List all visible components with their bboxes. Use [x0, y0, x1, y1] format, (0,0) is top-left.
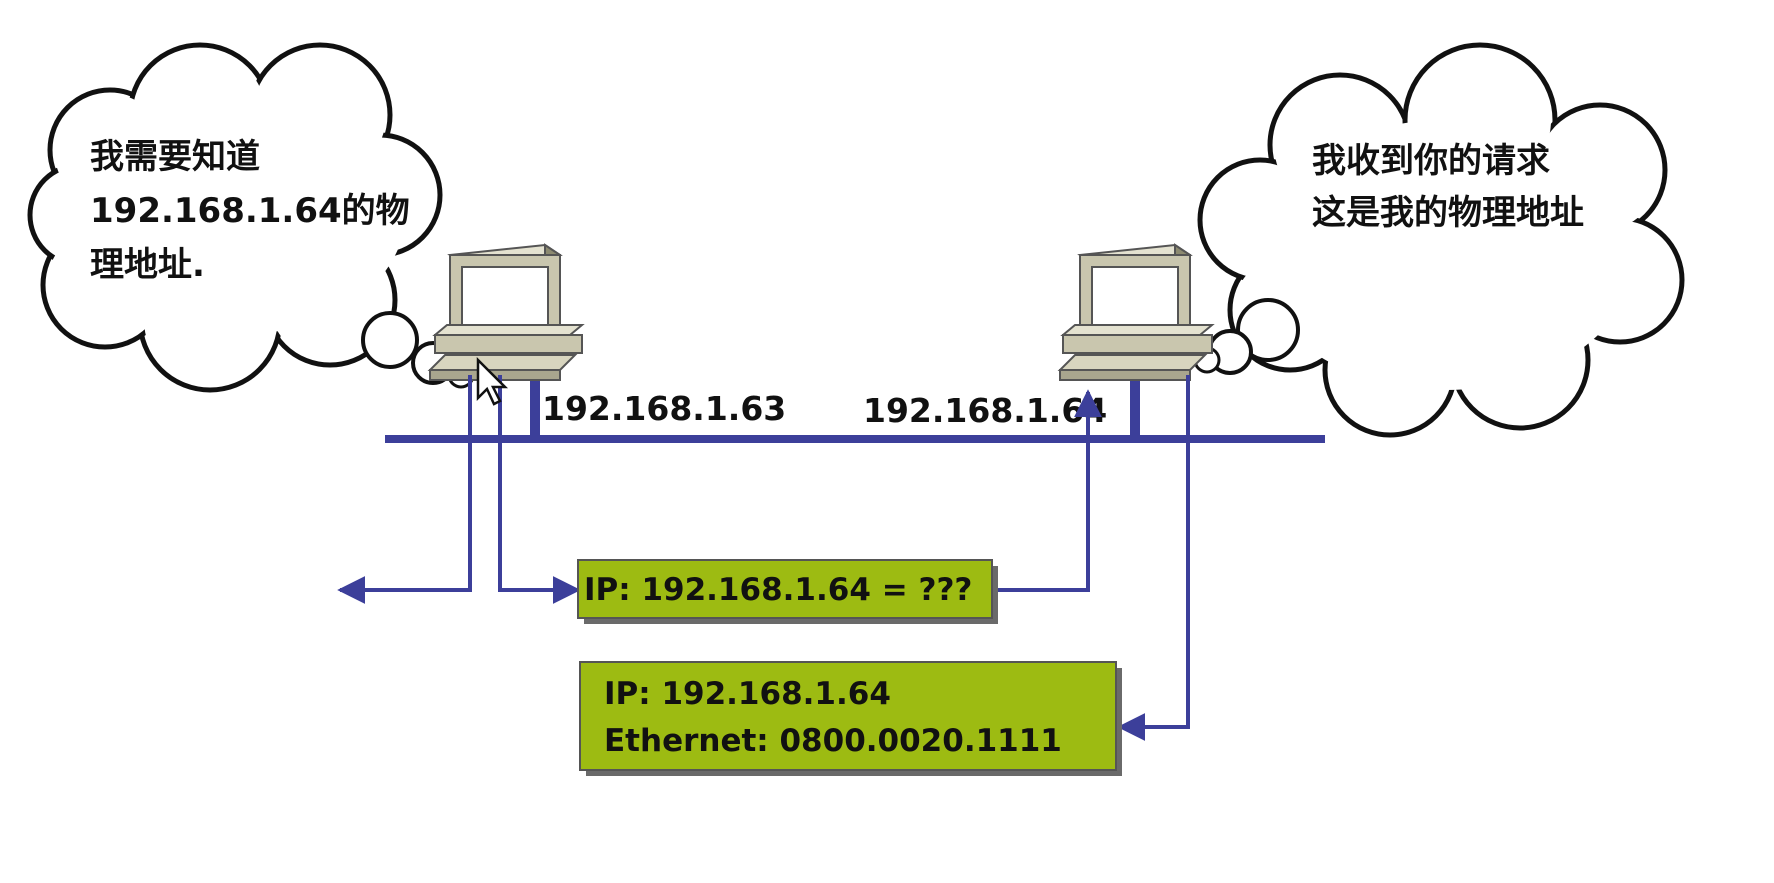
broadcast-arrow-left [337, 375, 472, 604]
thought-bubble [1236, 298, 1300, 362]
mouse-cursor-icon [476, 356, 509, 406]
arp-reply-ethernet: Ethernet: 0800.0020.1111 [604, 723, 1062, 759]
right-computer-icon [1057, 243, 1215, 440]
arp-reply-ip: IP: 192.168.1.64 [604, 676, 891, 712]
right-thought-cloud: 我收到你的请求 这是我的物理地址 [1193, 42, 1685, 438]
right-thought-line-2: 这是我的物理地址 [1312, 193, 1584, 233]
right-ip-label: 192.168.1.64 [863, 391, 1107, 430]
thought-bubble [361, 311, 419, 369]
left-thought-cloud: 我需要知道 192.168.1.64的物 理地址. [27, 42, 475, 393]
right-thought-line-1: 我收到你的请求 [1312, 141, 1550, 181]
request-delivery-arrow [997, 389, 1102, 592]
left-thought-line-2: 192.168.1.64的物 [90, 191, 410, 231]
left-ip-label: 192.168.1.63 [542, 389, 786, 428]
arp-reply-packet: IP: 192.168.1.64 Ethernet: 0800.0020.111… [579, 661, 1122, 776]
left-thought-line-1: 我需要知道 [90, 137, 260, 177]
arp-request-packet: IP: 192.168.1.64 = ??? [577, 559, 998, 624]
arp-request-text: IP: 192.168.1.64 = ??? [584, 572, 972, 608]
request-arrow [498, 375, 581, 604]
left-thought-line-3: 理地址. [90, 245, 205, 285]
reply-arrow [1117, 375, 1190, 741]
left-computer-icon [427, 243, 585, 440]
